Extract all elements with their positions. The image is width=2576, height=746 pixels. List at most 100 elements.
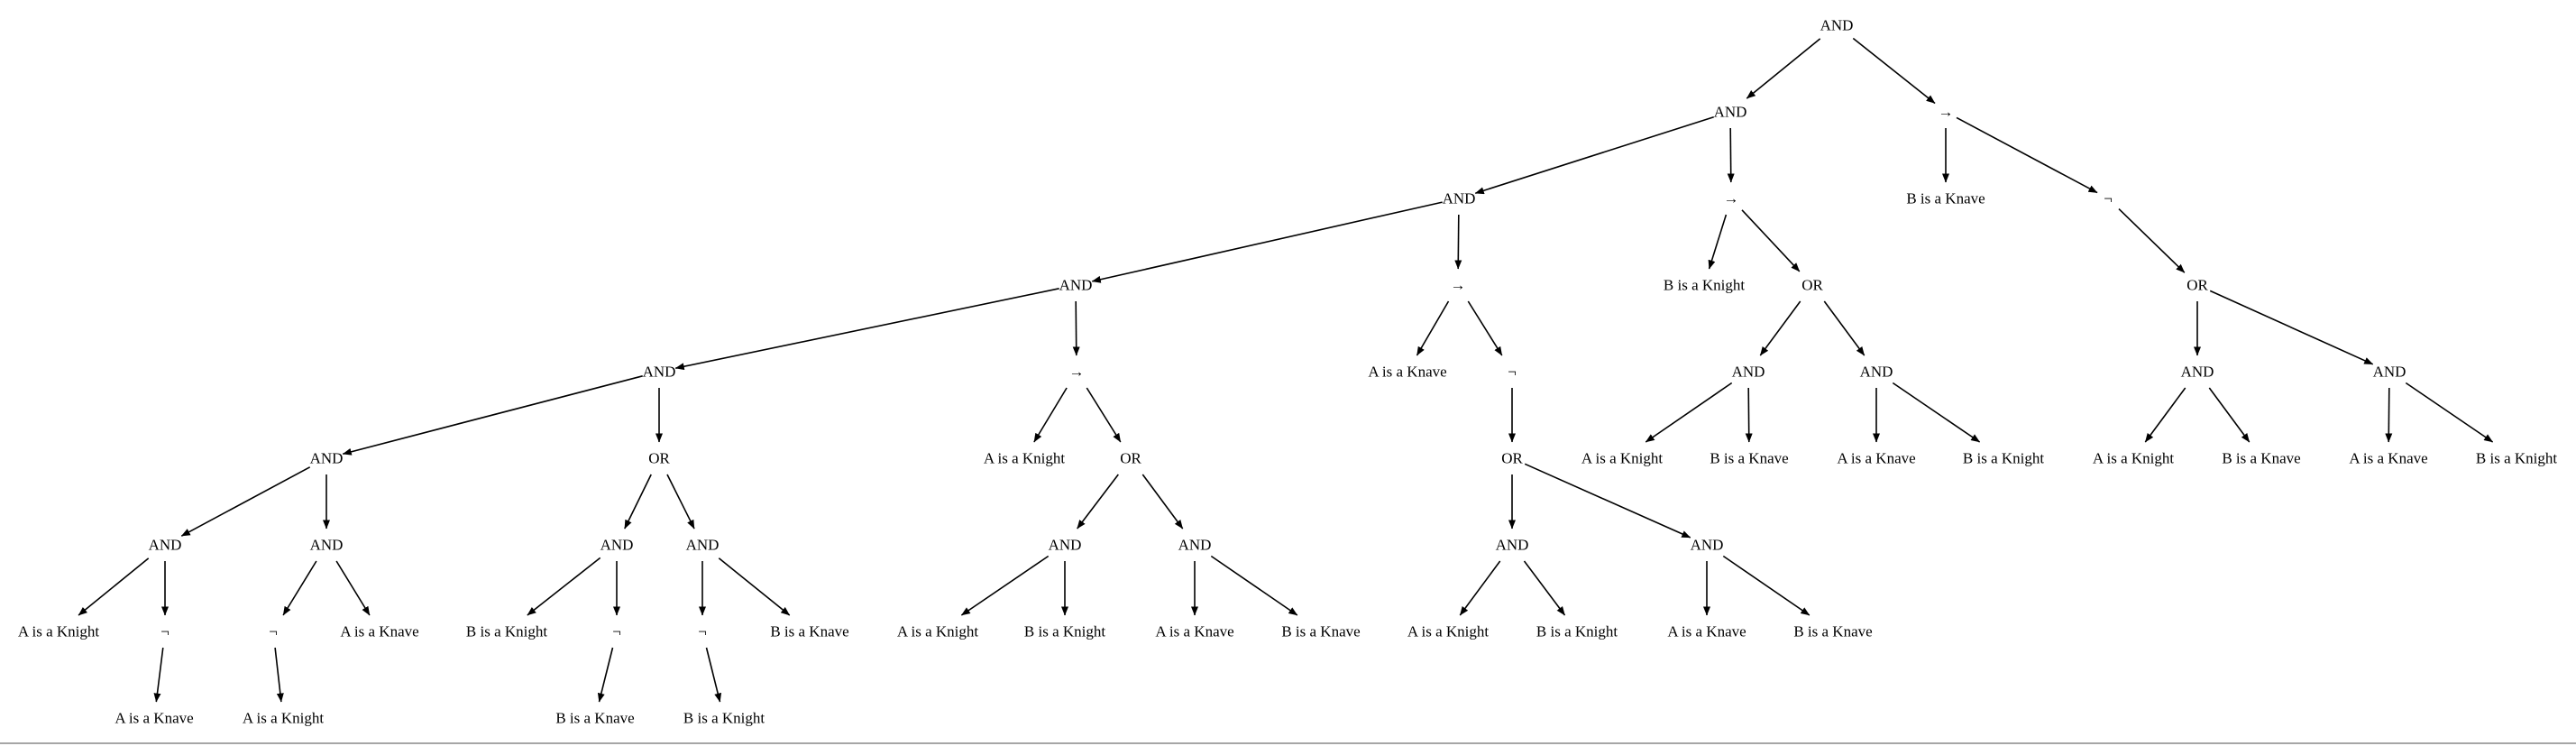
tree-node-and: AND [643, 364, 676, 381]
tree-edge-arrow [1077, 474, 1119, 530]
tree-edge-arrow [1459, 560, 1501, 616]
tree-node-a-is-a-knave: A is a Knave [1155, 623, 1233, 640]
bottom-divider [0, 742, 2576, 744]
tree-node-implies: → [1451, 277, 1466, 294]
tree-node-a-is-a-knave: A is a Knave [1837, 450, 1915, 467]
tree-edge-arrow [527, 557, 601, 616]
tree-edge-arrow [1892, 382, 1981, 443]
tree-node-or: OR [1801, 277, 1823, 294]
tree-node-not: ¬ [269, 623, 278, 640]
tree-node-b-is-a-knight: B is a Knight [683, 710, 765, 727]
tree-node-a-is-a-knave: A is a Knave [1667, 623, 1746, 640]
tree-node-and: AND [1178, 537, 1212, 554]
tree-node-and: AND [310, 537, 344, 554]
tree-edge-arrow [1474, 116, 1714, 195]
tree-node-and: AND [1049, 537, 1082, 554]
tree-node-b-is-a-knight: B is a Knight [1024, 623, 1105, 640]
tree-node-b-is-a-knight: B is a Knight [1664, 277, 1745, 294]
tree-edge-arrow [624, 474, 652, 530]
tree-node-and: AND [2181, 364, 2214, 381]
tree-edge-arrow [1454, 214, 1462, 270]
tree-node-a-is-a-knight: A is a Knight [2093, 450, 2174, 467]
tree-node-and: AND [1443, 190, 1476, 207]
tree-node-b-is-a-knight: B is a Knight [1536, 623, 1618, 640]
tree-node-b-is-a-knave: B is a Knave [1793, 623, 1872, 640]
tree-node-implies: → [1939, 104, 1954, 121]
tree-edge-arrow [1746, 38, 1821, 99]
tree-edge-arrow [2385, 387, 2393, 443]
tree-edge-arrow [1467, 300, 1503, 356]
tree-edge-arrow [1141, 474, 1184, 530]
tree-node-a-is-a-knight: A is a Knight [1407, 623, 1489, 640]
tree-node-not: ¬ [2104, 190, 2113, 207]
tree-edge-arrow [1210, 555, 1298, 616]
tree-node-b-is-a-knight: B is a Knight [466, 623, 547, 640]
edge-layer [78, 37, 2494, 703]
tree-node-and: AND [1059, 277, 1093, 294]
tree-node-a-is-a-knave: A is a Knave [2349, 450, 2427, 467]
tree-edge-arrow [2208, 387, 2251, 443]
tree-node-and: AND [1714, 104, 1747, 121]
tree-node-and: AND [1860, 364, 1893, 381]
tree-edge-arrow [1645, 382, 1733, 443]
tree-edge-arrow [78, 557, 150, 616]
tree-edge-arrow [2118, 208, 2186, 273]
tree-node-or: OR [1501, 450, 1523, 467]
tree-node-or: OR [2186, 277, 2208, 294]
tree-node-not: ¬ [160, 623, 170, 640]
tree-node-implies: → [1069, 364, 1085, 381]
tree-edge-arrow [597, 647, 614, 703]
tree-node-or: OR [648, 450, 670, 467]
tree-node-and: AND [686, 537, 720, 554]
tree-edge-arrow [960, 555, 1050, 616]
tree-node-not: ¬ [698, 623, 707, 640]
tree-node-b-is-a-knight: B is a Knight [1963, 450, 2044, 467]
tree-edge-arrow [666, 474, 695, 530]
tree-node-and: AND [1691, 537, 1724, 554]
tree-node-and: AND [310, 450, 344, 467]
tree-edge-arrow [1823, 300, 1866, 356]
tree-node-a-is-a-knight: A is a Knight [897, 623, 978, 640]
tree-edge-arrow [1722, 555, 1811, 616]
tree-node-and: AND [600, 537, 634, 554]
tree-edge-arrow [1727, 127, 1735, 183]
tree-edge-arrow [718, 557, 791, 616]
tree-edge-arrow [2209, 290, 2374, 365]
tree-node-or: OR [1120, 450, 1141, 467]
tree-edge-arrow [2405, 382, 2494, 443]
node-layer: AND AND → AND → B is a Knave ¬ AND → B is a Knigh… [18, 17, 2557, 727]
tree-edge-arrow [1072, 300, 1080, 356]
tree-edge-arrow [1745, 387, 1753, 443]
tree-edge-arrow [1524, 463, 1691, 539]
tree-node-b-is-a-knave: B is a Knave [770, 623, 848, 640]
tree-edge-arrow [282, 560, 317, 616]
tree-node-a-is-a-knave: A is a Knave [115, 710, 193, 727]
tree-node-a-is-a-knight: A is a Knight [1581, 450, 1663, 467]
tree-node-and: AND [1820, 17, 1854, 34]
tree-edge-arrow [335, 560, 371, 616]
tree-edge-arrow [342, 375, 643, 456]
tree-edge-arrow [1091, 201, 1443, 283]
tree-node-a-is-a-knight: A is a Knight [18, 623, 99, 640]
tree-edge-arrow [1033, 387, 1068, 443]
tree-node-and: AND [1732, 364, 1765, 381]
tree-edge-arrow [1523, 560, 1566, 616]
tree-node-a-is-a-knave: A is a Knave [340, 623, 418, 640]
tree-node-b-is-a-knave: B is a Knave [2222, 450, 2300, 467]
tree-edge-arrow [705, 647, 722, 703]
tree-node-b-is-a-knave: B is a Knave [1906, 190, 1985, 207]
tree-edge-arrow [674, 288, 1059, 371]
tree-edge-arrow [1759, 300, 1801, 356]
tree-edge-arrow [2144, 387, 2186, 443]
tree-node-a-is-a-knave: A is a Knave [1368, 364, 1446, 381]
tree-node-not: ¬ [1508, 364, 1517, 381]
tree-node-b-is-a-knave: B is a Knave [555, 710, 634, 727]
tree-edge-arrow [274, 647, 284, 703]
tree-edge-arrow [1708, 214, 1728, 270]
tree-node-not: ¬ [612, 623, 621, 640]
tree-edge-arrow [180, 466, 311, 537]
tree-node-and: AND [2373, 364, 2406, 381]
tree-node-b-is-a-knave: B is a Knave [1281, 623, 1360, 640]
tree-node-a-is-a-knight: A is a Knight [984, 450, 1065, 467]
